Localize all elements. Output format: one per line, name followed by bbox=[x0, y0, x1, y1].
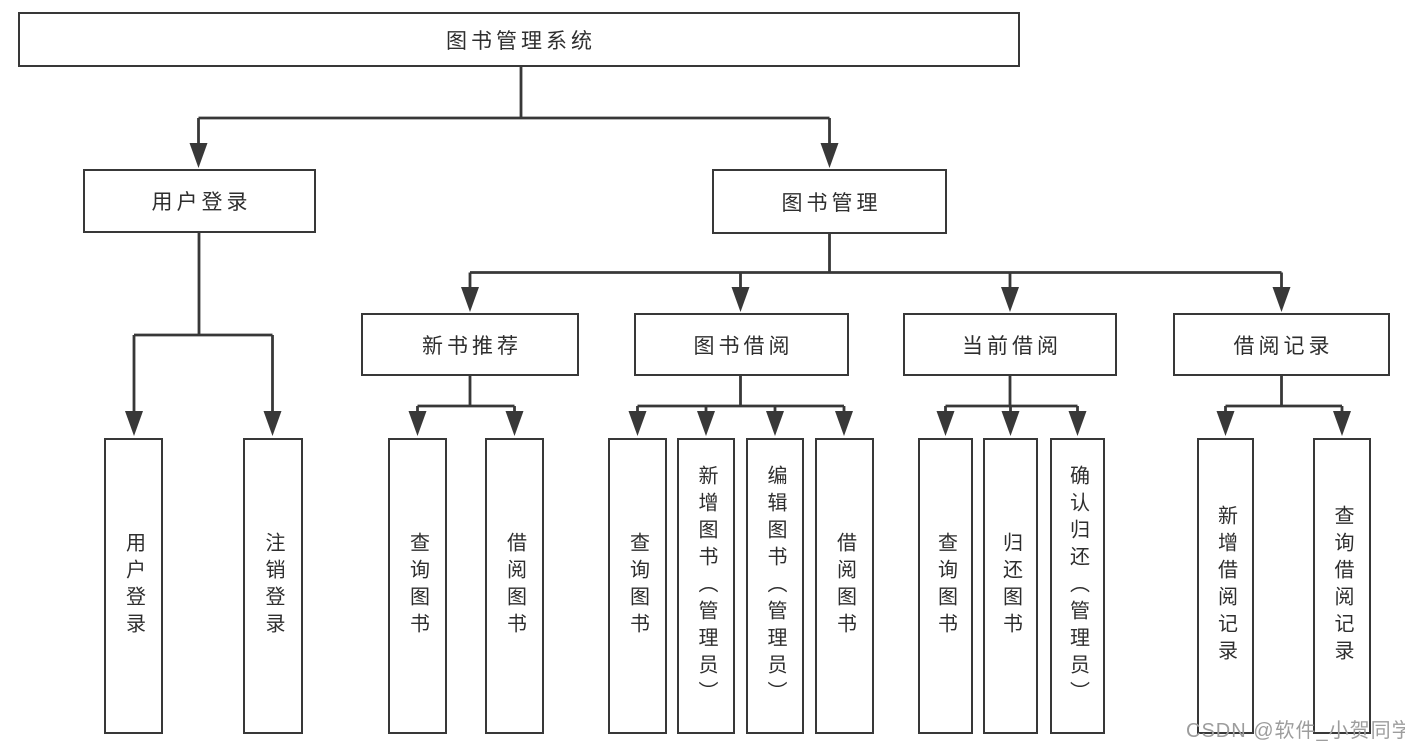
node-label: 图书管理 bbox=[781, 191, 882, 215]
node-label: 图书管理系统 bbox=[446, 29, 596, 53]
node-label: 当前借阅 bbox=[962, 334, 1062, 358]
leaf-label: 借阅图书 bbox=[833, 532, 856, 640]
leaf-label: 确认归还（管理员） bbox=[1066, 464, 1089, 708]
leaf-label: 用户登录 bbox=[122, 532, 145, 640]
leaf-borrow-books-borrowing: 借阅图书 bbox=[815, 438, 874, 734]
node-label: 图书借阅 bbox=[693, 334, 794, 358]
node-current-borrowing: 当前借阅 bbox=[903, 313, 1117, 376]
leaf-query-books-recommend: 查询图书 bbox=[388, 438, 447, 734]
leaf-logout-login: 注销登录 bbox=[243, 438, 303, 734]
leaf-label: 查询借阅记录 bbox=[1331, 505, 1353, 667]
node-label: 借阅记录 bbox=[1233, 334, 1334, 358]
leaf-add-borrow-record: 新增借阅记录 bbox=[1197, 438, 1254, 734]
node-book-management: 图书管理 bbox=[712, 169, 947, 234]
leaf-label: 查询图书 bbox=[934, 532, 957, 640]
node-user-login: 用户登录 bbox=[83, 169, 316, 233]
leaf-query-books-borrowing: 查询图书 bbox=[608, 438, 667, 734]
leaf-confirm-return-admin: 确认归还（管理员） bbox=[1050, 438, 1105, 734]
leaf-add-books-admin: 新增图书（管理员） bbox=[677, 438, 735, 734]
leaf-query-books-current: 查询图书 bbox=[918, 438, 973, 734]
leaf-query-borrow-record: 查询借阅记录 bbox=[1313, 438, 1371, 734]
node-label: 新书推荐 bbox=[422, 334, 522, 358]
node-label: 用户登录 bbox=[151, 191, 252, 214]
node-book-borrowing: 图书借阅 bbox=[634, 313, 849, 376]
leaf-label: 查询图书 bbox=[626, 532, 649, 640]
leaf-user-login: 用户登录 bbox=[104, 438, 163, 734]
leaf-return-books: 归还图书 bbox=[983, 438, 1038, 734]
node-new-book-recommendation: 新书推荐 bbox=[361, 313, 579, 376]
leaf-label: 新增借阅记录 bbox=[1214, 505, 1237, 667]
node-borrowing-records: 借阅记录 bbox=[1173, 313, 1390, 376]
leaf-borrow-books-recommend: 借阅图书 bbox=[485, 438, 544, 734]
leaf-label: 借阅图书 bbox=[503, 532, 526, 640]
leaf-edit-books-admin: 编辑图书（管理员） bbox=[746, 438, 804, 734]
leaf-label: 注销登录 bbox=[262, 532, 284, 640]
leaf-label: 查询图书 bbox=[406, 532, 429, 640]
leaf-label: 归还图书 bbox=[999, 532, 1022, 640]
leaf-label: 编辑图书（管理员） bbox=[764, 464, 786, 708]
watermark-text: CSDN @软件_小贺同学 bbox=[1186, 720, 1405, 742]
leaf-label: 新增图书（管理员） bbox=[695, 464, 717, 708]
node-library-system: 图书管理系统 bbox=[18, 12, 1020, 67]
